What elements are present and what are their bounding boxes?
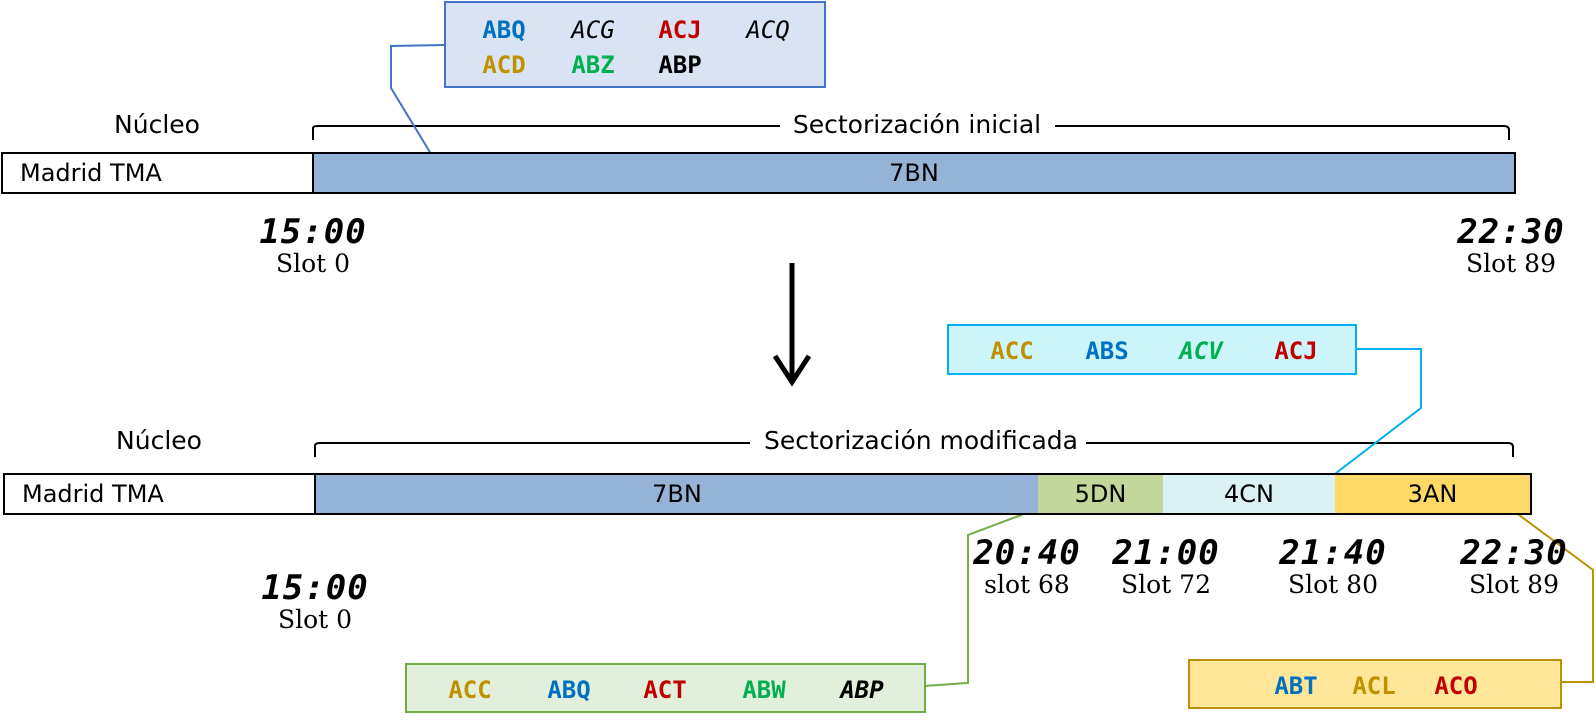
4cn-codes-connector [1309,348,1422,494]
bottom-bracket-left [314,442,750,457]
5dn-code-1: ABQ [547,676,591,704]
5dn-code-4: ABP [840,676,884,704]
top-time-end-slot: Slot 89 [1466,249,1556,278]
top-time-start-slot: Slot 0 [275,249,351,278]
transition-arrow-head [772,354,812,387]
top-bracket-right [1055,125,1510,140]
bottom-segment-5dn: 5DN [1038,475,1165,513]
bottom-sector-bar: 7BN 5DN 4CN 3AN [314,473,1532,515]
5dn-code-0: ACC [448,676,492,704]
top-codes-connector [390,44,446,178]
bottom-time-2: 21:00 Slot 72 [1112,535,1219,599]
bottom-bracket-right [1085,442,1514,457]
4cn-code-2: ACV [1179,337,1223,365]
bottom-time-2-clock: 21:00 [1112,533,1220,573]
bottom-time-2-slot: Slot 72 [1121,570,1211,599]
4cn-code-0: ACC [990,337,1034,365]
top-time-end: 22:30 Slot 89 [1457,214,1564,278]
bottom-time-4: 22:30 Slot 89 [1460,535,1567,599]
top-codes-box: ABQ ACG ACJ ACQ ACD ABZ ABP [444,1,826,88]
bottom-time-3-clock: 21:40 [1279,533,1387,573]
4cn-code-3: ACJ [1274,337,1318,365]
bottom-segment-4cn: 4CN [1163,475,1337,513]
top-core-header: Núcleo [114,110,200,139]
bottom-time-3: 21:40 Slot 80 [1279,535,1386,599]
bottom-core-label: Madrid TMA [3,473,316,515]
bottom-time-0-clock: 15:00 [261,568,369,608]
5dn-code-3: ABW [742,676,786,704]
3an-code-2: ACO [1434,672,1478,700]
top-code-r1-0: ACD [482,51,526,79]
bottom-time-0: 15:00 Slot 0 [261,570,368,634]
top-section-title: Sectorización inicial [784,110,1050,139]
bottom-time-4-slot: Slot 89 [1469,570,1559,599]
bottom-time-0-slot: Slot 0 [277,605,353,634]
top-segment-7bn: 7BN [314,154,1514,192]
4cn-code-1: ABS [1085,337,1129,365]
5dn-codes-box: ACC ABQ ACT ABW ABP [405,663,926,713]
top-sector-bar: 7BN [312,152,1516,194]
3an-codes-connector [1498,499,1594,683]
3an-codes-box: ABT ACL ACO [1188,659,1562,709]
5dn-codes-connector [923,502,1054,687]
top-code-r1-2: ABP [658,51,702,79]
top-core-label: Madrid TMA [1,152,314,194]
3an-code-1: ACL [1352,672,1396,700]
bottom-core-header: Núcleo [116,426,202,455]
top-time-start-clock: 15:00 [259,212,367,252]
top-code-r0-0: ABQ [482,16,526,44]
bottom-segment-7bn: 7BN [316,475,1040,513]
top-code-r1-1: ABZ [571,51,615,79]
top-code-r0-2: ACJ [658,16,702,44]
top-time-start: 15:00 Slot 0 [259,214,366,278]
top-code-r0-3: ACQ [746,16,790,44]
bottom-segment-3an: 3AN [1335,475,1530,513]
bottom-section-title: Sectorización modificada [755,426,1087,455]
top-code-r0-1: ACG [571,16,615,44]
top-time-end-clock: 22:30 [1457,212,1565,252]
5dn-code-2: ACT [643,676,687,704]
top-bracket-left [312,125,780,140]
bottom-time-4-clock: 22:30 [1460,533,1568,573]
bottom-time-3-slot: Slot 80 [1288,570,1378,599]
bottom-time-1-slot: slot 68 [984,570,1070,599]
3an-code-0: ABT [1274,672,1318,700]
4cn-codes-box: ACC ABS ACV ACJ [947,324,1357,375]
bottom-time-1: 20:40 slot 68 [973,535,1080,599]
bottom-time-1-clock: 20:40 [973,533,1081,573]
